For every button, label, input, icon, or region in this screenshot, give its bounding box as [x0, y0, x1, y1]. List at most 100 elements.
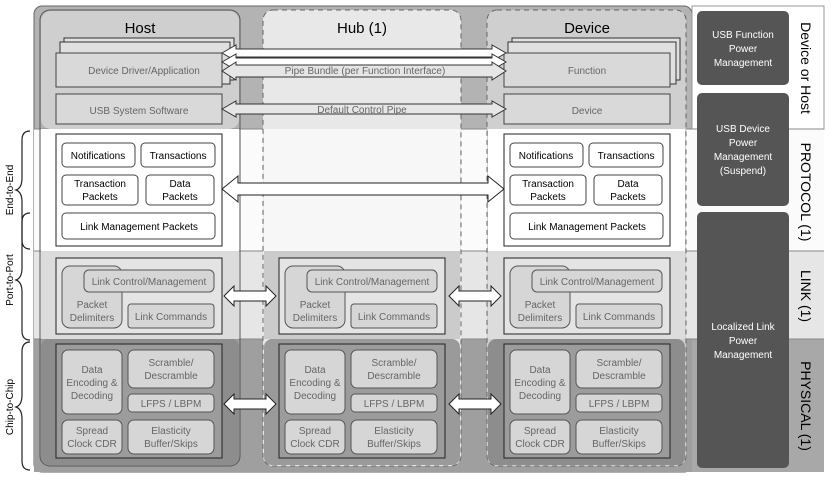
device-scramble-2: Descramble — [592, 371, 646, 382]
system-software-label: USB System Software — [90, 106, 189, 117]
hub-link-block: Link Control/Management Packet Delimiter… — [278, 257, 446, 335]
hub-title: Hub (1) — [337, 20, 387, 37]
host-transaction-packets-1: Transaction — [74, 179, 126, 190]
hub-delimiters-1: Packet — [300, 300, 331, 311]
device-notifications: Notifications — [519, 151, 573, 162]
device-elasticity-2: Buffer/Skips — [592, 439, 646, 450]
label-chip-to-chip: Chip-to-Chip — [5, 378, 16, 435]
host-transaction-packets-2: Packets — [82, 192, 118, 203]
driver-box — [55, 52, 223, 88]
host-link-mgmt-packets: Link Management Packets — [80, 222, 198, 233]
hub-lfps: LFPS / LBPM — [364, 399, 425, 410]
pipe-bundle-label: Pipe Bundle (per Function Interface) — [285, 66, 446, 77]
default-control-pipe-arrow — [220, 100, 508, 118]
device-delimiters-2: Delimiters — [518, 313, 562, 324]
device-encoding-2: Encoding & — [514, 378, 565, 389]
label-end-to-end: End-to-End — [5, 165, 16, 216]
host-title: Host — [125, 20, 157, 37]
host-link-commands: Link Commands — [135, 312, 207, 323]
label-link: LINK (1) — [798, 270, 814, 322]
driver-label: Device Driver/Application — [88, 66, 200, 77]
label-protocol: PROTOCOL (1) — [798, 143, 814, 242]
hub-encoding-2: Encoding & — [289, 378, 340, 389]
hub-scramble-1: Scramble/ — [371, 358, 416, 369]
device-elasticity-1: Elasticity — [599, 426, 638, 437]
label-physical: PHYSICAL (1) — [798, 361, 814, 451]
device-transactions: Transactions — [598, 151, 655, 162]
host-encoding-2: Encoding & — [66, 378, 117, 389]
device-box — [503, 93, 671, 125]
host-delimiters-1: Packet — [77, 300, 108, 311]
link-pm-1: Localized Link — [711, 322, 775, 333]
device-pm-1: USB Device — [716, 124, 770, 135]
function-pm-1: USB Function — [712, 30, 774, 41]
host-scramble-1: Scramble/ — [148, 358, 193, 369]
function-box — [503, 52, 671, 88]
hub-elasticity-1: Elasticity — [374, 426, 413, 437]
host-lfps: LFPS / LBPM — [141, 399, 202, 410]
host-spread-1: Spread — [76, 426, 108, 437]
host-data-packets-2: Packets — [162, 192, 198, 203]
link-pm-2: Power — [729, 336, 758, 347]
host-transactions: Transactions — [150, 151, 207, 162]
hub-link-commands: Link Commands — [358, 312, 430, 323]
pipe-bundle-arrow — [220, 44, 508, 81]
device-data-packets-2: Packets — [610, 192, 646, 203]
hub-spread-1: Spread — [299, 426, 331, 437]
host-elasticity-1: Elasticity — [151, 426, 190, 437]
device-transaction-packets-2: Packets — [530, 192, 566, 203]
device-transaction-packets-1: Transaction — [522, 179, 574, 190]
label-port-to-port: Port-to-Port — [5, 254, 16, 306]
hub-delimiters-2: Delimiters — [293, 313, 337, 324]
device-lfps: LFPS / LBPM — [589, 399, 650, 410]
hub-encoding-1: Data — [304, 365, 326, 376]
device-spread-1: Spread — [524, 426, 556, 437]
device-physical-block: Data Encoding & Decoding Scramble/ Descr… — [503, 343, 671, 459]
host-data-packets-1: Data — [169, 179, 191, 190]
device-pm-box — [697, 93, 789, 206]
host-encoding-3: Decoding — [71, 391, 113, 402]
device-data-packets-1: Data — [617, 179, 639, 190]
hub-encoding-3: Decoding — [294, 391, 336, 402]
device-title: Device — [564, 20, 610, 37]
device-pm-4: (Suspend) — [720, 166, 766, 177]
protocol-arrow — [221, 174, 505, 204]
hub-spread-2: Clock CDR — [290, 439, 339, 450]
default-control-pipe-label: Default Control Pipe — [317, 105, 407, 116]
device-link-mgmt-packets: Link Management Packets — [528, 222, 646, 233]
device-pm-2: Power — [729, 138, 758, 149]
hub-elasticity-2: Buffer/Skips — [367, 439, 421, 450]
device-link-block: Link Control/Management Packet Delimiter… — [503, 257, 671, 335]
host-link-control: Link Control/Management — [92, 277, 207, 288]
device-label: Device — [572, 106, 603, 117]
host-scramble-2: Descramble — [144, 371, 198, 382]
function-pm-2: Power — [729, 44, 758, 55]
hub-link-control: Link Control/Management — [315, 277, 430, 288]
device-pm-3: Management — [714, 152, 773, 163]
device-spread-2: Clock CDR — [515, 439, 564, 450]
device-encoding-3: Decoding — [519, 391, 561, 402]
function-pm-3: Management — [714, 58, 773, 69]
host-delimiters-2: Delimiters — [70, 313, 114, 324]
port-to-port-brace — [14, 212, 31, 341]
link-pm-3: Management — [714, 350, 773, 361]
host-notifications: Notifications — [71, 151, 125, 162]
host-spread-2: Clock CDR — [67, 439, 116, 450]
device-delimiters-1: Packet — [525, 300, 556, 311]
function-label: Function — [568, 66, 606, 77]
device-encoding-1: Data — [529, 365, 551, 376]
chip-to-chip-brace — [14, 341, 31, 471]
host-column — [39, 9, 241, 467]
hub-scramble-2: Descramble — [367, 371, 421, 382]
function-pm-box — [697, 11, 789, 85]
device-link-control: Link Control/Management — [540, 277, 655, 288]
device-link-commands: Link Commands — [583, 312, 655, 323]
host-physical-block: Data Encoding & Decoding Scramble/ Descr… — [55, 343, 223, 459]
link-pm-box — [697, 212, 789, 468]
host-encoding-1: Data — [81, 365, 103, 376]
hub-physical-block: Data Encoding & Decoding Scramble/ Descr… — [278, 343, 446, 459]
label-device-or-host: Device or Host — [798, 22, 814, 114]
host-link-block: Link Control/Management Packet Delimiter… — [55, 257, 223, 335]
host-elasticity-2: Buffer/Skips — [144, 439, 198, 450]
